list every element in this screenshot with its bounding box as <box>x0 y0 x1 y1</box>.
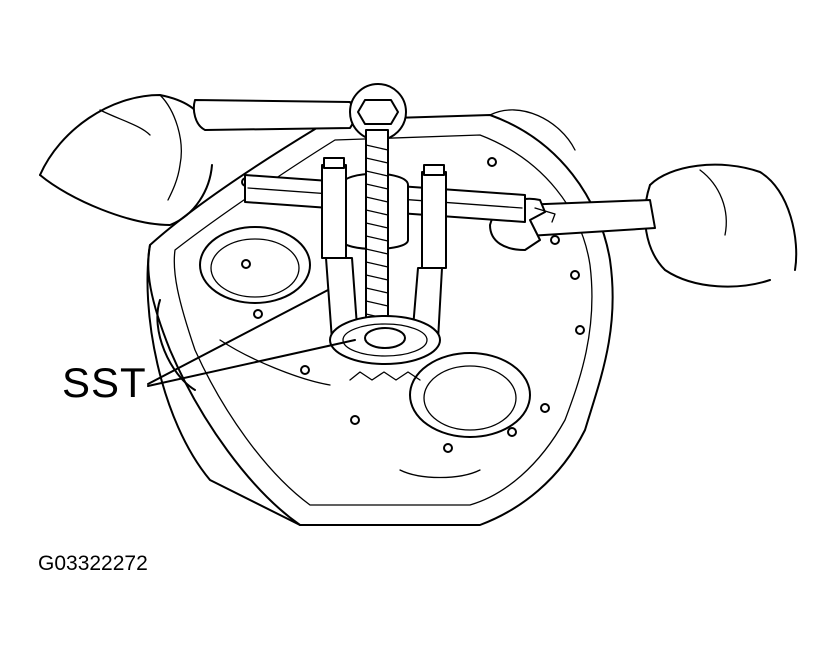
sst-label: SST <box>62 359 147 406</box>
figure-id: G03322272 <box>38 552 148 575</box>
right-hand <box>644 163 798 288</box>
puller-tool <box>244 129 526 381</box>
callout-leaders <box>147 289 356 387</box>
left-hand <box>39 94 213 226</box>
open-end-wrench <box>489 197 656 251</box>
transmission-case <box>146 109 614 526</box>
ratchet-handle <box>192 83 407 141</box>
